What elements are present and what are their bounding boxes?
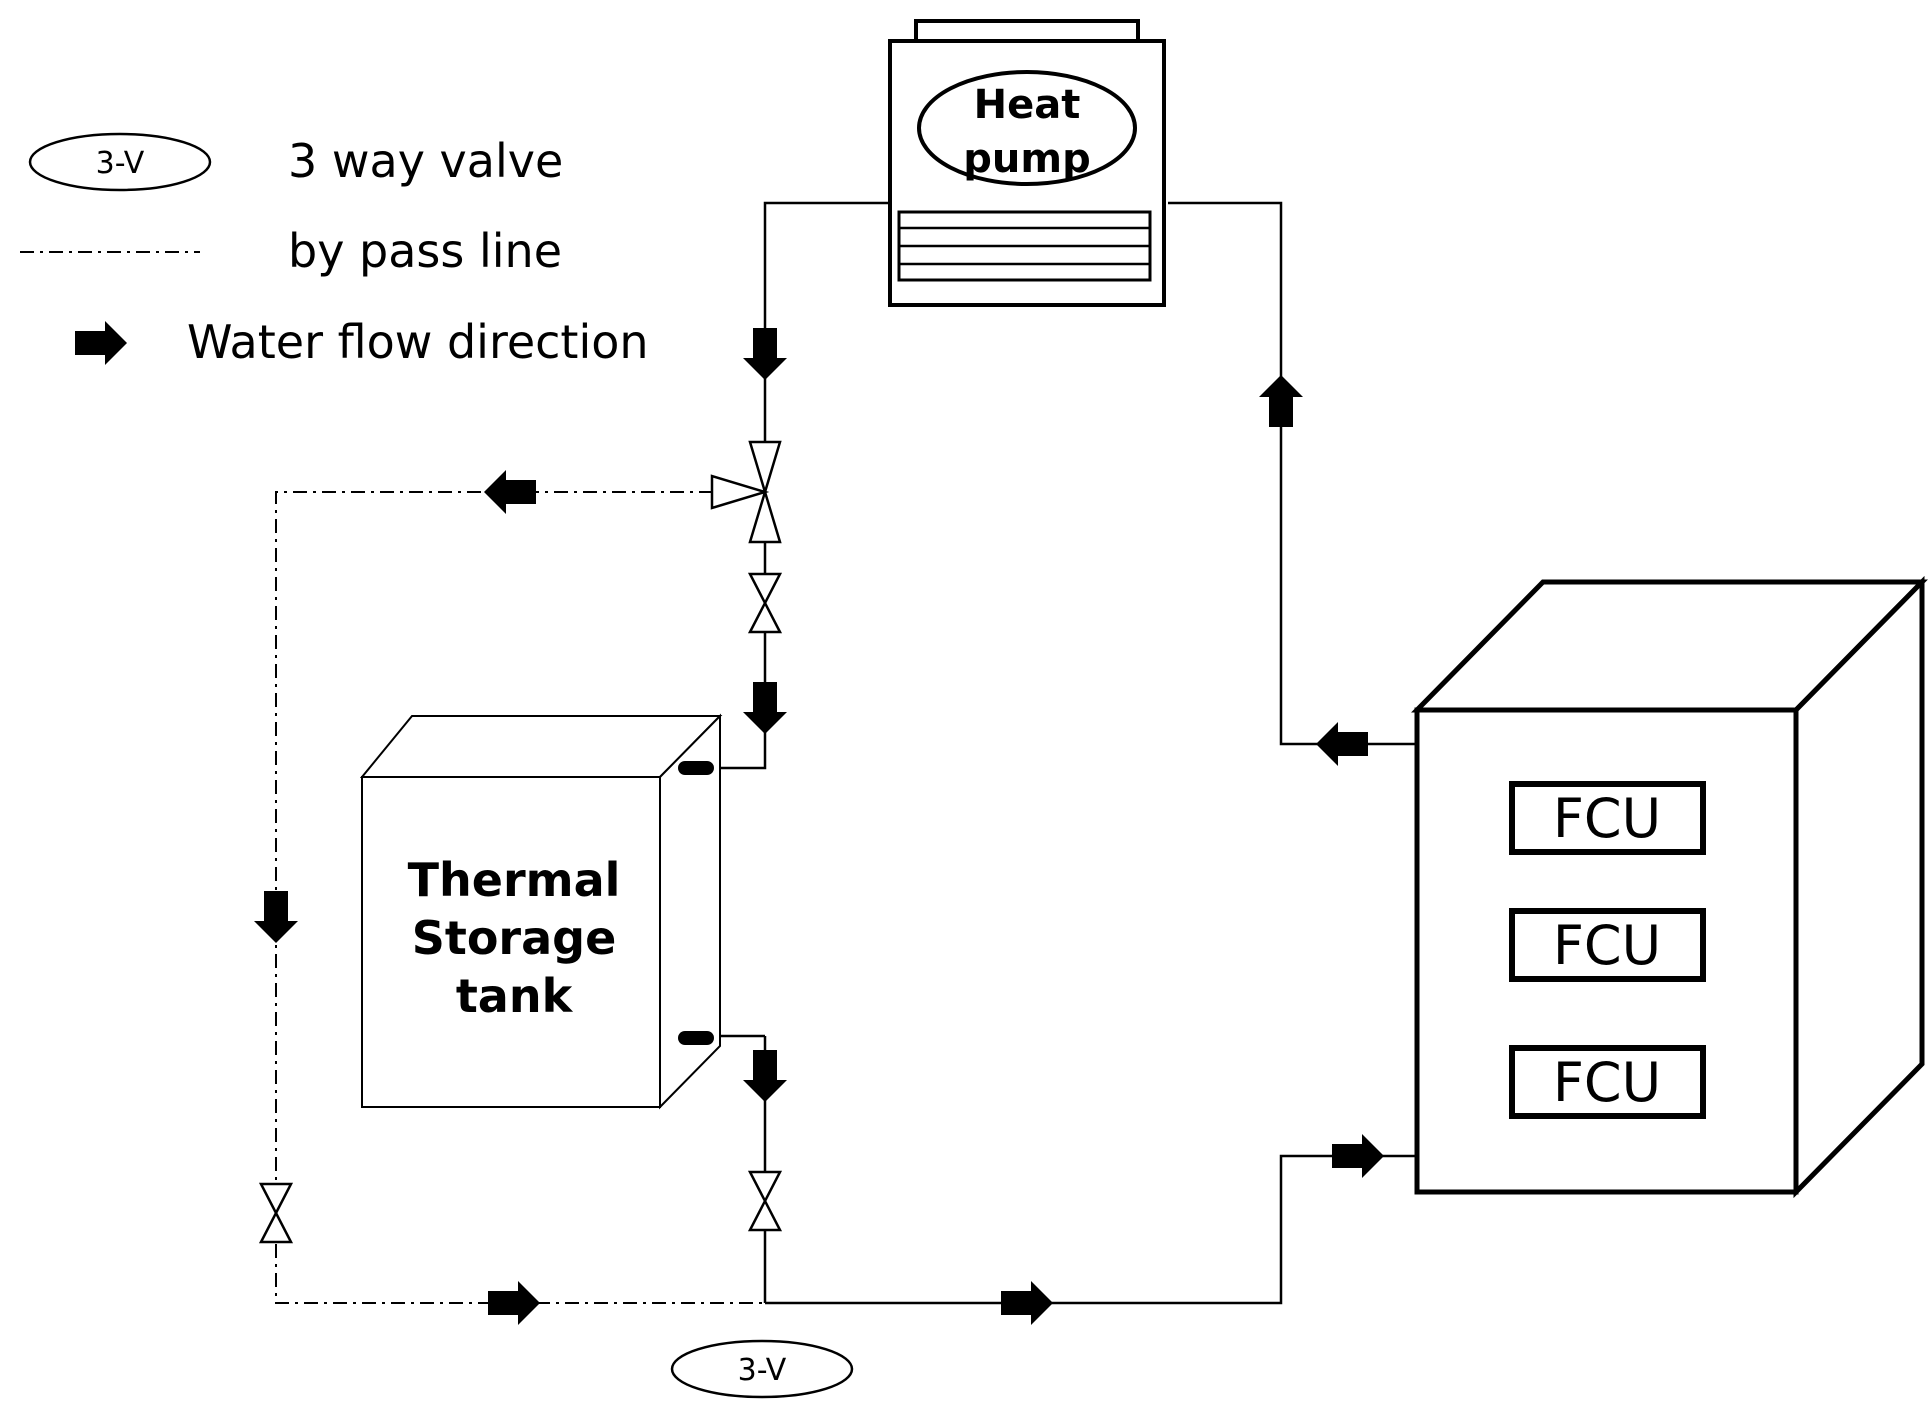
fcu-label: FCU — [1553, 914, 1661, 977]
heat-pump: Heat pump — [888, 19, 1166, 307]
legend-bypass-label: by pass line — [288, 224, 562, 278]
legend-flow-label: Water flow direction — [187, 315, 649, 369]
tank-outlet-nozzle — [678, 1031, 714, 1045]
three-way-valve-icon — [748, 440, 782, 497]
flow-arrow-icon — [1259, 375, 1303, 427]
gate-valve-icon — [748, 1170, 782, 1232]
legend-three-way-valve-label: 3 way valve — [288, 134, 563, 188]
flow-arrow-icon — [254, 891, 298, 943]
tank-front-face — [361, 776, 661, 1108]
legend-flow: Water flow direction — [75, 315, 649, 369]
flow-arrow-icon — [488, 1281, 540, 1325]
three-way-valve-icon — [748, 487, 782, 544]
three-way-valve-icon — [710, 474, 770, 510]
flow-arrow-icon — [743, 682, 787, 734]
tank-label-line3: tank — [456, 969, 574, 1023]
legend: 3-V 3 way valve by pass line Water flow … — [20, 132, 649, 369]
fcu-unit-3: FCU — [1509, 1045, 1706, 1119]
flow-arrow-icon — [1001, 1281, 1053, 1325]
gate-valve-icon — [748, 572, 782, 634]
flow-arrow-icon — [75, 321, 127, 365]
flow-arrow-icon — [484, 470, 536, 514]
legend-three-way-valve-symbol: 3-V — [96, 146, 145, 181]
return-pipe — [1168, 201, 1467, 746]
legend-bypass: by pass line — [20, 224, 562, 278]
fcu-unit-2: FCU — [1509, 908, 1706, 982]
gate-valve-icon — [259, 1182, 293, 1244]
tank-top-face — [359, 715, 723, 778]
three-way-valve-oval-icon — [28, 132, 212, 192]
bottom-three-way-valve-label: 3-V — [670, 1339, 854, 1399]
tank-label-line1: Thermal — [408, 853, 621, 907]
building: FCU FCU FCU — [1411, 575, 1928, 1199]
fcu-label: FCU — [1553, 1051, 1661, 1114]
heat-pump-top-cap — [914, 19, 1140, 43]
tank-inlet-nozzle — [678, 761, 714, 775]
heat-pump-label-oval — [917, 70, 1137, 186]
flow-arrow-icon — [743, 1050, 787, 1102]
fcu-label: FCU — [1553, 787, 1661, 850]
flow-arrow-icon — [1316, 722, 1368, 766]
legend-three-way-valve: 3-V 3 way valve — [28, 132, 563, 192]
heat-pump-label-line2: pump — [963, 136, 1090, 182]
three-way-valve-oval-icon — [670, 1339, 854, 1399]
thermal-storage-tank: Thermal Storage tank — [359, 713, 723, 1110]
tank-label-line2: Storage — [412, 911, 617, 965]
bottom-three-way-valve-symbol: 3-V — [738, 1353, 787, 1388]
flow-arrow-icon — [1332, 1134, 1384, 1178]
three-way-valve-top — [710, 440, 782, 544]
flow-arrow-icon — [743, 328, 787, 380]
heat-pump-label-line1: Heat — [974, 82, 1081, 128]
fcu-unit-1: FCU — [1509, 781, 1706, 855]
heat-pump-grille — [897, 210, 1152, 282]
